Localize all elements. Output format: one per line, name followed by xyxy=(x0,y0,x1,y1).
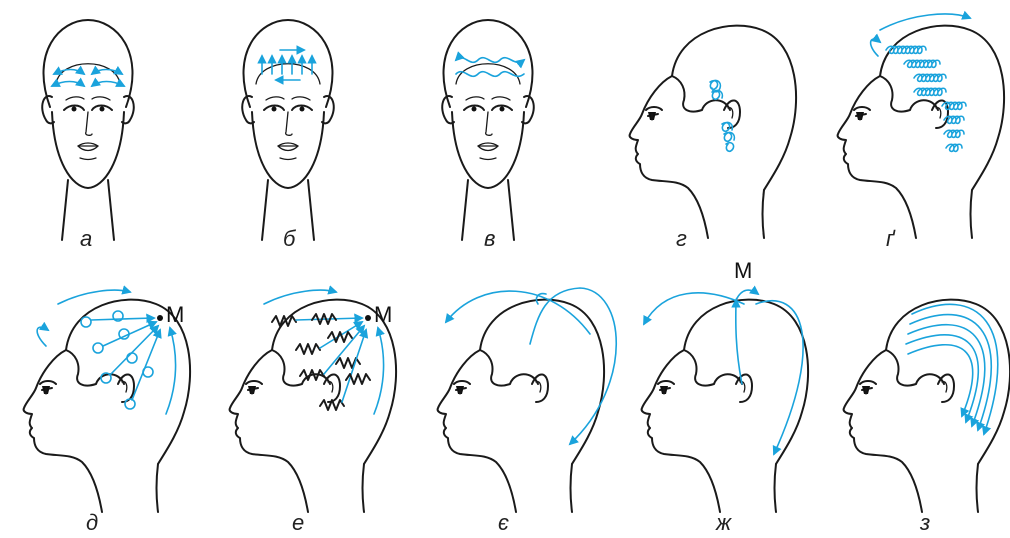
parallel-arcs xyxy=(906,304,998,434)
caption-d: д xyxy=(86,510,98,535)
figure-a xyxy=(42,20,134,240)
figure-v xyxy=(442,20,534,240)
up-arrows xyxy=(262,56,312,74)
figure-ye xyxy=(438,288,617,512)
caption-z: з xyxy=(919,510,930,535)
point-m-zh: М xyxy=(734,258,752,283)
figure-h xyxy=(630,26,796,238)
point-m-d: М xyxy=(166,302,184,327)
caption-h: г xyxy=(676,226,687,251)
figure-e xyxy=(230,290,396,512)
spiral-strokes xyxy=(710,80,734,151)
caption-v: в xyxy=(484,226,495,251)
caption-g: ґ xyxy=(886,226,896,251)
figure-g xyxy=(838,14,1004,238)
caption-e: е xyxy=(292,510,304,535)
figure-b xyxy=(242,20,334,240)
zigzag-strokes xyxy=(272,314,370,410)
spiral-rows xyxy=(886,46,966,151)
caption-zh: ж xyxy=(715,510,732,535)
figure-z xyxy=(844,300,1010,512)
caption-b: б xyxy=(283,226,297,251)
circle-row-1 xyxy=(81,311,154,327)
point-m-e: М xyxy=(374,302,392,327)
figure-zh xyxy=(642,290,808,512)
caption-a: а xyxy=(80,226,92,251)
caption-ye: є xyxy=(498,510,509,535)
